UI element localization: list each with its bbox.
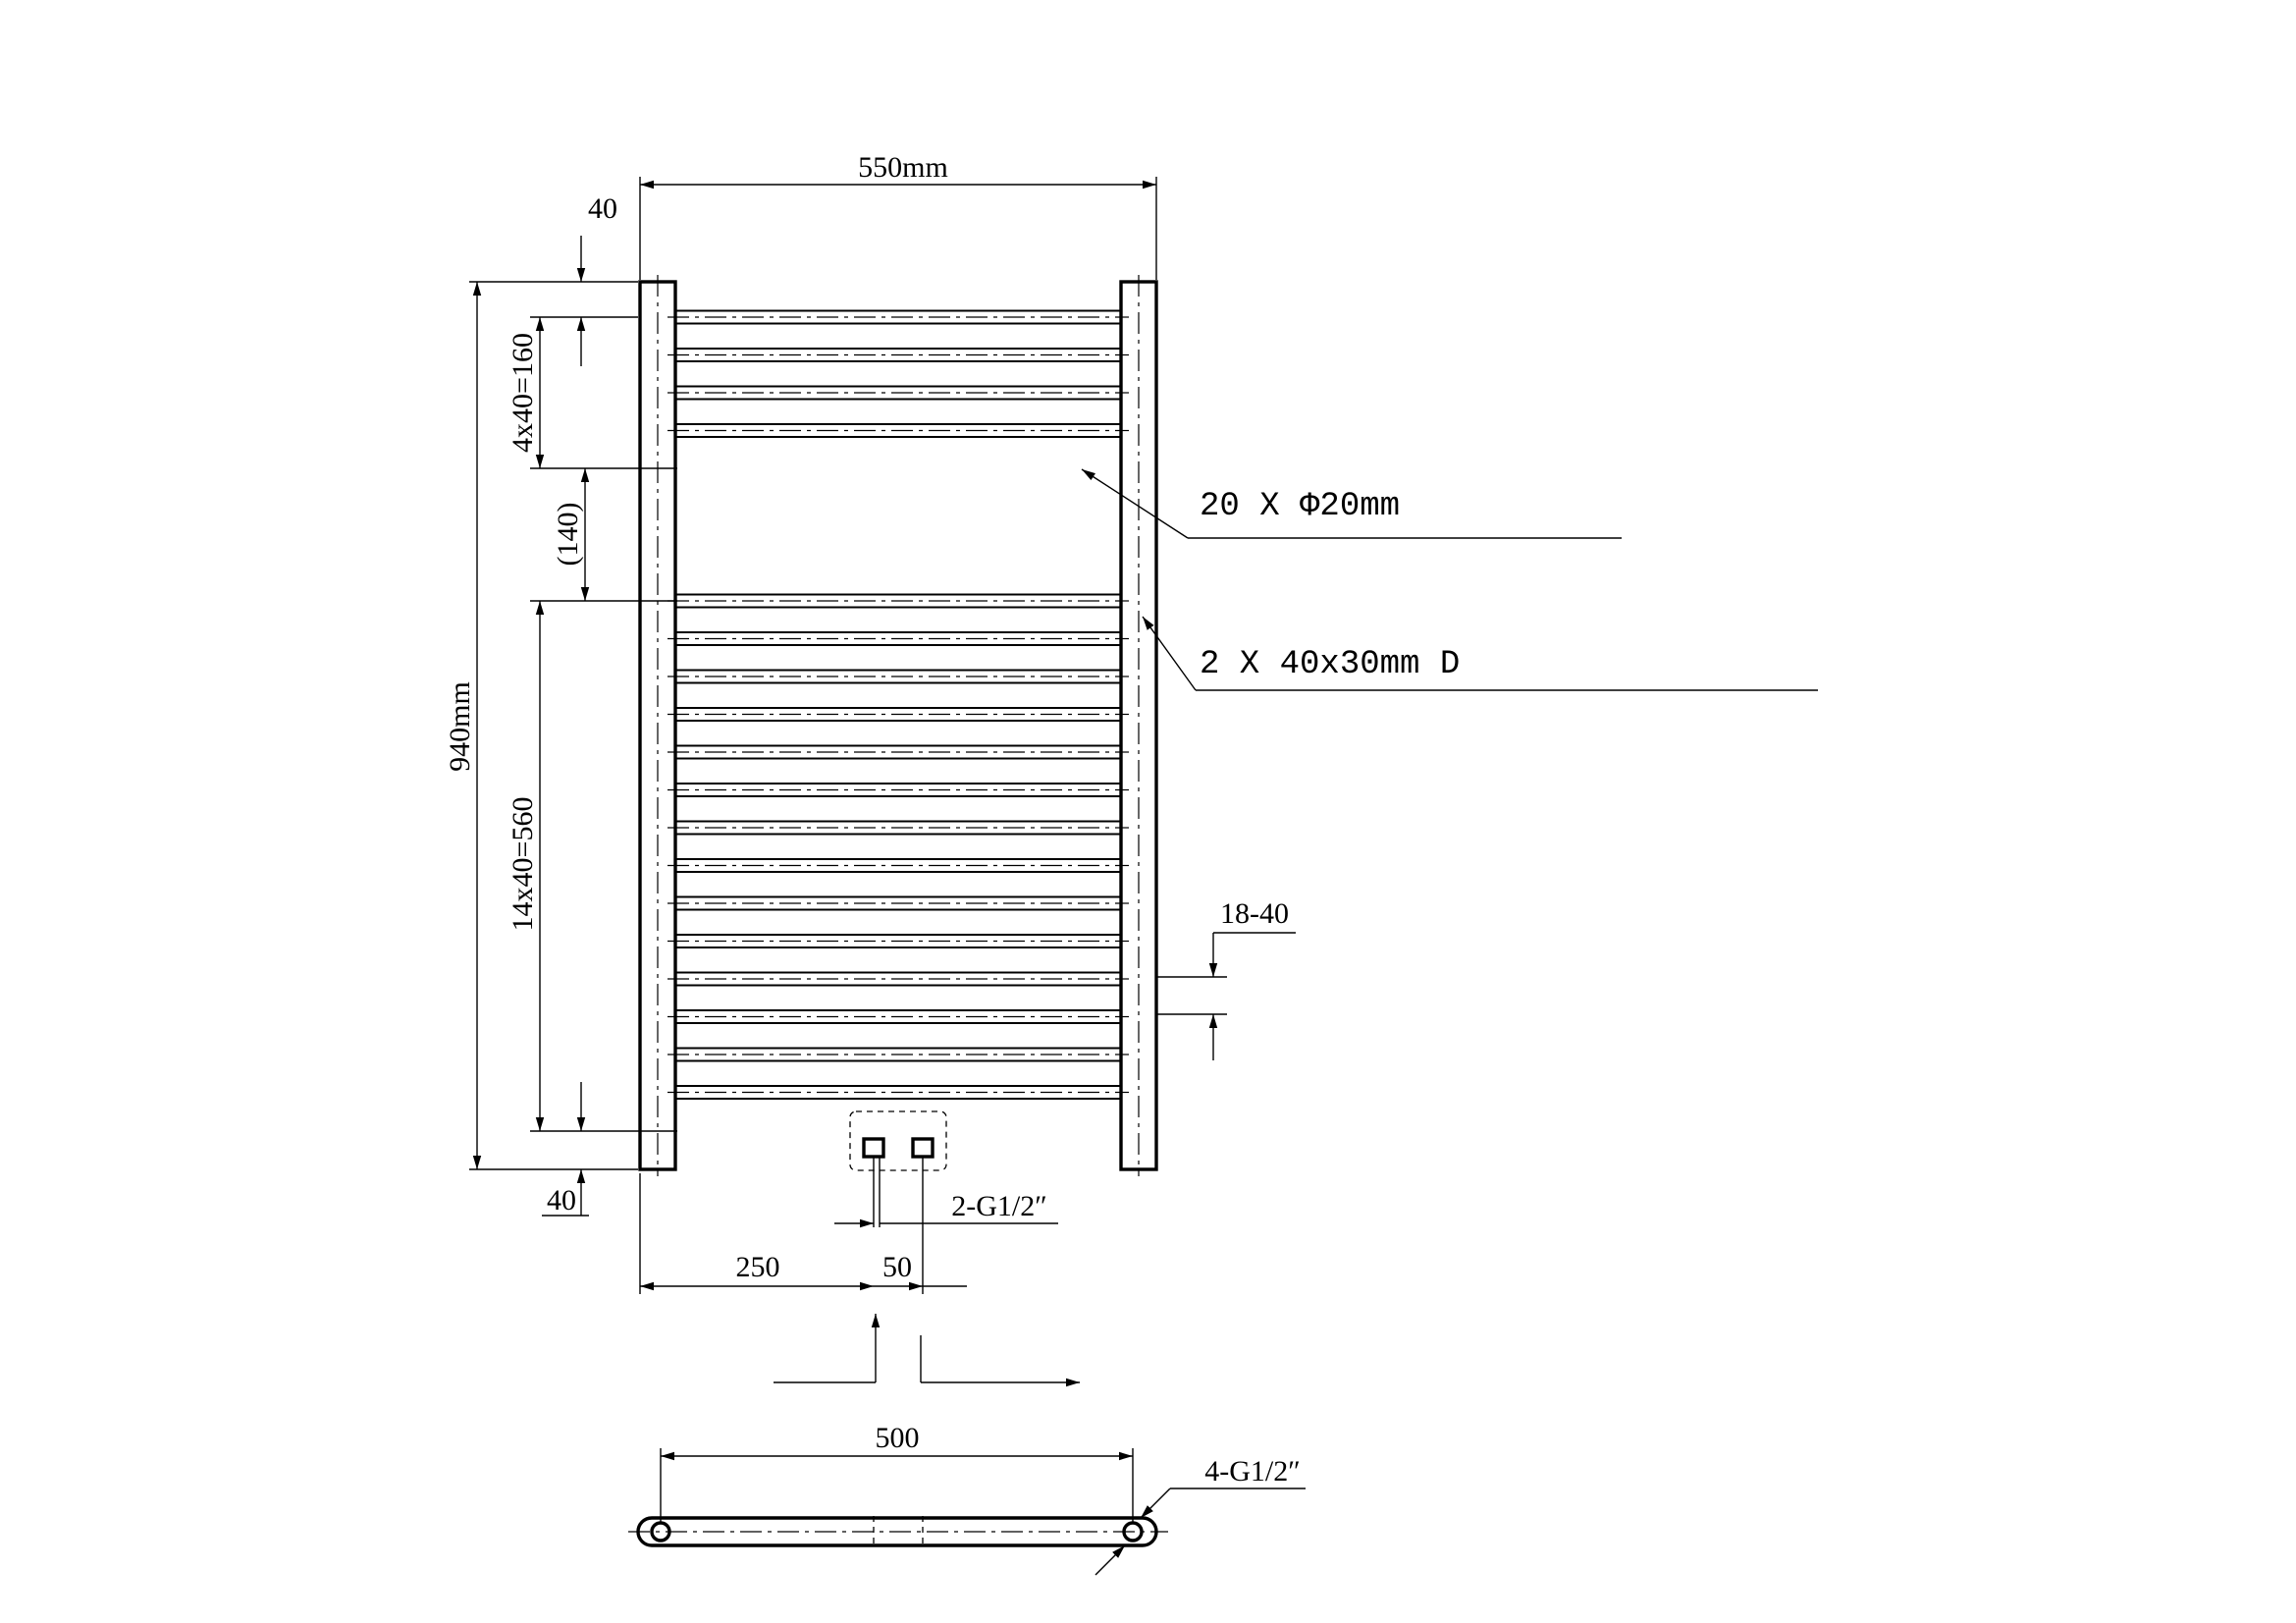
tube-group — [667, 309, 1129, 1100]
dim-upper-group: 4x40=160 — [507, 333, 539, 453]
front-elevation — [638, 275, 1158, 1294]
plan-left-port — [650, 1521, 671, 1542]
dim-right-offset: 18-40 — [1220, 897, 1289, 930]
dim-overall-width: 550mm — [858, 151, 948, 184]
callout-rails: 2 X 40x30mm D — [1200, 646, 1460, 683]
dim-plan-width: 500 — [876, 1422, 920, 1454]
valve-left — [862, 1137, 885, 1159]
dim-top-offset: 40 — [588, 192, 617, 225]
valve-right — [911, 1137, 934, 1159]
dim-overall-height: 940mm — [444, 681, 476, 772]
dimension-lines: 550mm 940mm 40 4x40=160 (140) 14x40=560 … — [444, 151, 1296, 1387]
dim-gap: (140) — [552, 503, 584, 567]
callout-tubes: 20 X Φ20mm — [1200, 488, 1400, 525]
dim-inlet-distance: 250 — [736, 1251, 780, 1283]
plan-right-port — [1122, 1521, 1144, 1542]
dim-bottom-offset: 40 — [547, 1184, 576, 1217]
dim-connection-size: 2-G1/2″ — [951, 1190, 1047, 1222]
plan-view: 500 4-G1/2″ — [628, 1422, 1306, 1576]
dim-plan-connections: 4-G1/2″ — [1204, 1455, 1301, 1488]
dim-inlet-spacing: 50 — [882, 1251, 912, 1283]
dim-lower-group: 14x40=560 — [507, 797, 539, 932]
callouts: 20 X Φ20mm 2 X 40x30mm D — [1081, 468, 1818, 691]
